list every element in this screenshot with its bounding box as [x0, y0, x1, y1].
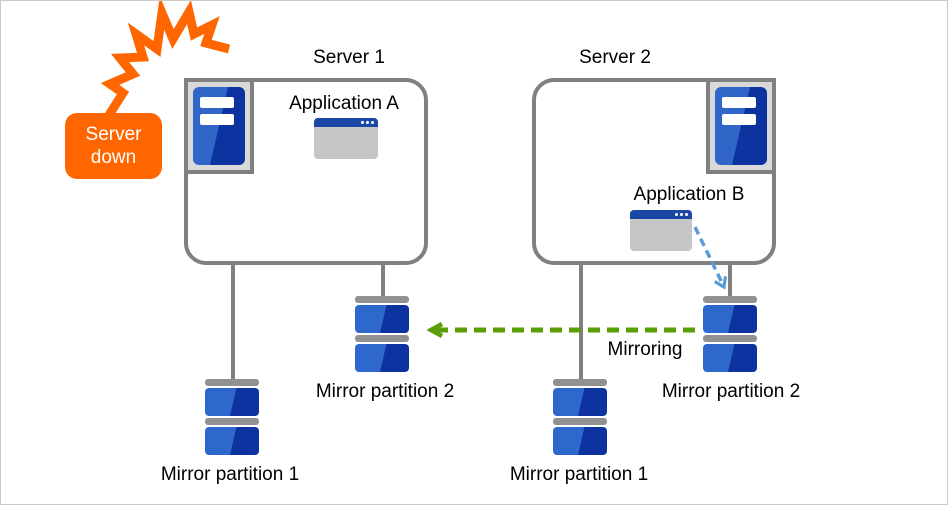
disk-platter	[703, 305, 757, 333]
application-a-window-icon	[314, 118, 378, 159]
disk-divider	[703, 335, 757, 342]
disk-divider	[355, 335, 409, 342]
application-b-window-icon	[630, 210, 692, 251]
window-dot-icon	[361, 121, 364, 124]
disk-platter	[553, 388, 607, 416]
disk-cap	[355, 296, 409, 303]
server-down-badge: Server down	[65, 113, 162, 179]
disk-platter	[703, 344, 757, 372]
disk-divider	[205, 418, 259, 425]
disk-platter	[355, 305, 409, 333]
tower-slot-icon	[200, 114, 234, 125]
tower-slot-icon	[722, 97, 756, 108]
server2-label: Server 2	[579, 47, 651, 68]
disk-divider	[553, 418, 607, 425]
server1-tower-icon	[193, 87, 245, 165]
server2-mirror-partition2-disk-icon	[703, 296, 757, 372]
server1-icon-frame	[184, 78, 254, 174]
tower-slot-icon	[200, 97, 234, 108]
server1-mirror-partition2-disk-icon	[355, 296, 409, 372]
window-dot-icon	[371, 121, 374, 124]
window-titlebar	[630, 210, 692, 219]
server2-icon-frame	[706, 78, 776, 174]
server1-label: Server 1	[313, 47, 385, 68]
disk-platter	[355, 344, 409, 372]
server2-mirror-partition1-label: Mirror partition 1	[509, 464, 649, 485]
disk-cap	[703, 296, 757, 303]
window-dot-icon	[675, 213, 678, 216]
disk-platter	[205, 388, 259, 416]
disk-platter	[205, 427, 259, 455]
server2-tower-icon	[715, 87, 767, 165]
window-dot-icon	[685, 213, 688, 216]
tower-slot-icon	[722, 114, 756, 125]
server1-mirror-partition1-disk-icon	[205, 379, 259, 455]
mirroring-label: Mirroring	[607, 339, 683, 360]
window-dot-icon	[680, 213, 683, 216]
server2-mirror-partition1-disk-icon	[553, 379, 607, 455]
server1-mirror-partition1-label: Mirror partition 1	[160, 464, 300, 485]
window-dot-icon	[366, 121, 369, 124]
application-b-label: Application B	[633, 184, 745, 205]
disk-cap	[553, 379, 607, 386]
server2-mirror-partition2-label: Mirror partition 2	[661, 381, 801, 402]
server-down-label: Server down	[85, 124, 142, 168]
disk-cap	[205, 379, 259, 386]
application-a-label: Application A	[289, 93, 399, 114]
server1-mirror-partition2-label: Mirror partition 2	[315, 381, 455, 402]
disk-platter	[553, 427, 607, 455]
window-titlebar	[314, 118, 378, 127]
